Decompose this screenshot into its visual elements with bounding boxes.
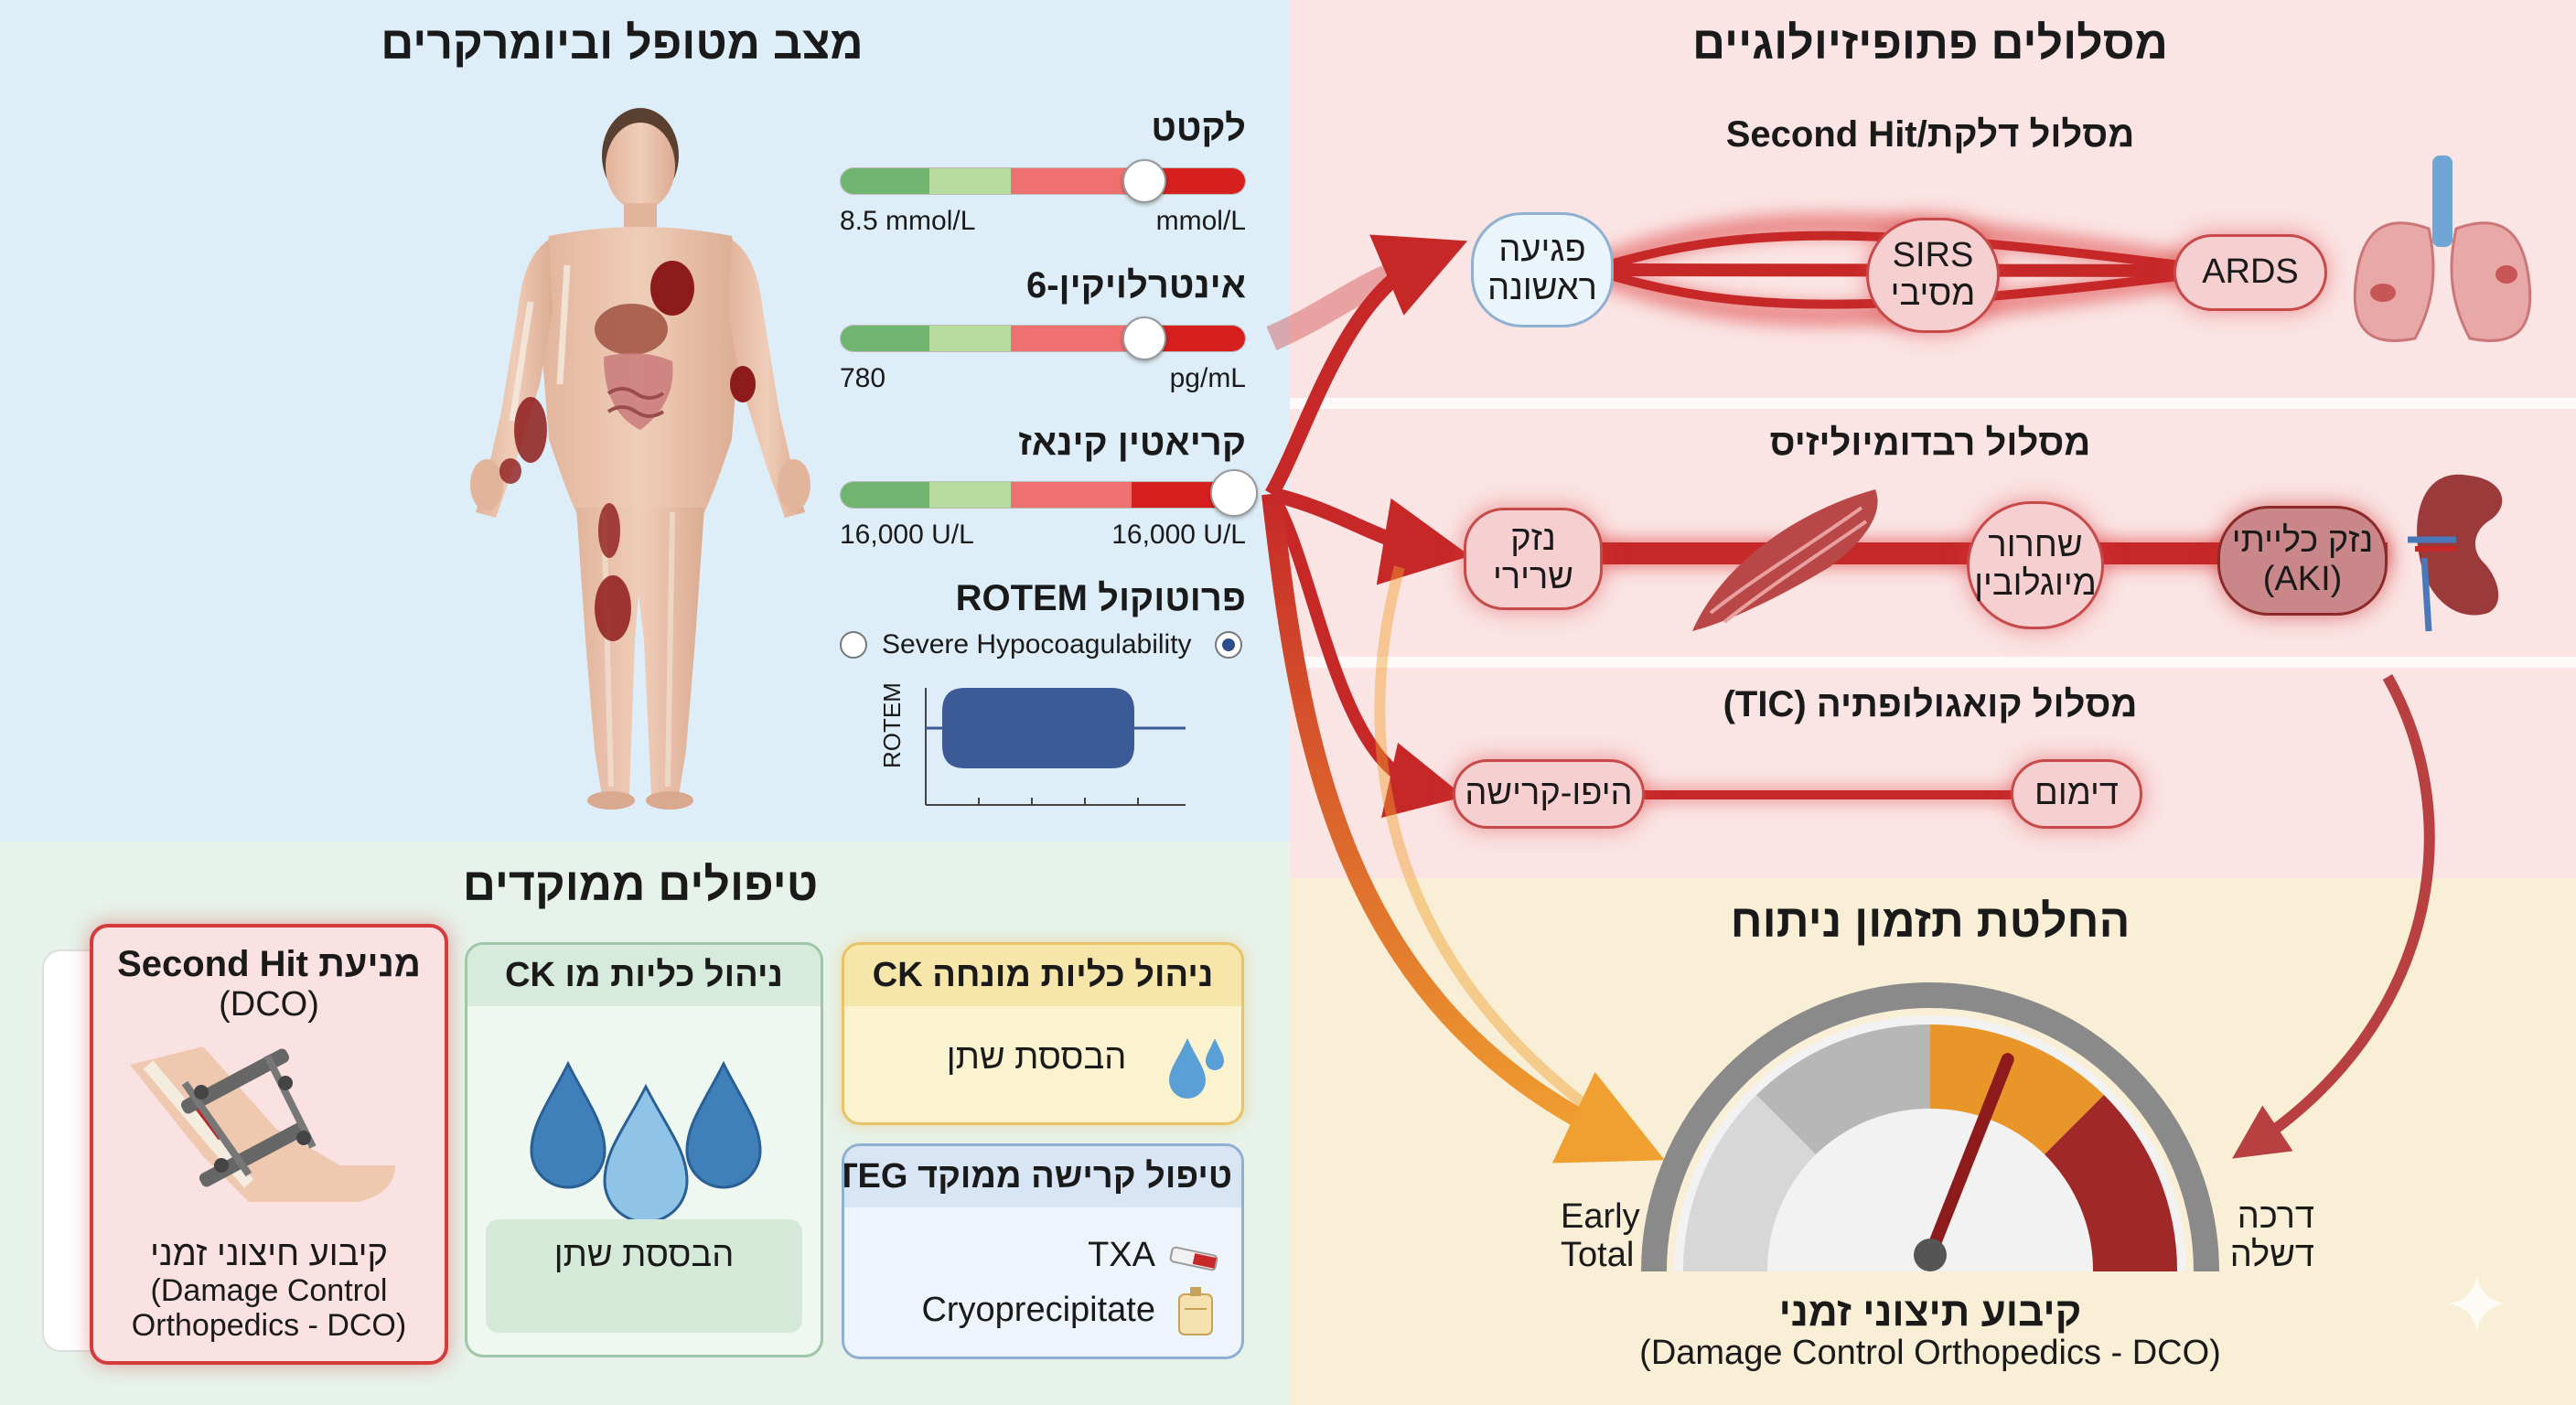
water-drops-icon [530,1060,762,1219]
rotem-radio-selected[interactable] [1215,631,1242,659]
dco-heading-sub: (DCO) [219,985,319,1024]
water-drop-icon [1169,1038,1224,1099]
ck-label: קריאטין קינאז [1018,423,1246,463]
tic-line [1555,788,2067,801]
lactate-unit: mmol/L [1155,206,1246,236]
ck-guided-heading: ניהול כליות מונחה CK [844,945,1241,1006]
card-ck-guided[interactable]: ניהול כליות מונחה CK הבססת שתן [842,942,1244,1125]
il6-unit: pg/mL [1169,363,1246,393]
timing-caption-sub: (Damage Control Orthopedics - DCO) [1639,1334,2221,1372]
dco-text-2: (Damage Control [150,1273,388,1308]
node-hypocoagulation: היפו-קרישה [1453,759,1645,829]
ck-kidney-box [486,1219,802,1333]
pathways-panel [1290,0,2576,878]
card-ck-kidney[interactable]: ניהול כליות מו CK הבססת שתן [465,942,823,1357]
dco-heading: מניעת Second Hit [117,944,421,984]
ck-value: 16,000 U/L [840,520,974,550]
ck-kidney-text: הבססת שתן [553,1236,735,1274]
dco-text-1: קיבוע חיצוני זמני [150,1235,388,1273]
timing-caption: קיבוע תיצוני זמני [1778,1290,2082,1335]
kidney-icon [2408,474,2503,632]
human-body-figure [470,108,810,810]
rotem-protocol-label: פרוטוקול ROTEM [955,578,1246,618]
il6-value: 780 [840,363,886,393]
divider [1290,657,2576,668]
rotem-axis-label: ROTEM [878,682,906,768]
teg-heading: טיפול קרישה ממוקד TEG [844,1146,1241,1207]
inflammation-pathway-label: מסלול דלקת/Second Hit [1725,114,2135,155]
treatments-title: טיפולים ממוקדים [462,859,819,910]
lactate-bar [840,167,1246,195]
ck-slider-knob[interactable] [1209,469,1258,517]
il6-label: אינטרלויקין-6 [1025,265,1246,306]
patient-title: מצב מטופל וביומרקרים [381,17,864,69]
rotem-option-label: Severe Hypocoagulability [882,629,1192,660]
node-bleeding: דימום [2011,759,2142,829]
inflammation-lines [1587,213,2226,327]
rotem-chart [925,688,1186,806]
blood-bag-icon [1178,1287,1213,1335]
dco-text-3: Orthopedics - DCO) [131,1308,407,1343]
card-dco[interactable]: מניעת Second Hit (DCO) קיבוע חיצוני זמני… [90,924,448,1365]
timing-title: החלטת תזמון ניתוח [1730,896,2131,947]
ck-unit: 16,000 U/L [1111,520,1246,550]
il6-slider-knob[interactable] [1122,316,1166,360]
il6-bar [840,325,1246,352]
lactate-label: לקטט [1151,108,1246,148]
tic-pathway-label: מסלול קואגולופתיה (TIC) [1723,684,2138,724]
gauge-needle [1924,1053,2014,1261]
lungs-icon [2353,156,2532,342]
ck-guided-text: הבססת שתן [946,1038,1127,1077]
pathways-title: מסלולים פתופיזיולוגיים [1692,17,2168,69]
rotem-radio-unselected[interactable] [840,631,867,659]
teg-txa: TXA [1088,1236,1155,1274]
ck-bar [840,481,1246,509]
lactate-value: 8.5 mmol/L [840,206,976,236]
sparkle-icon: ✦ [2442,1260,2512,1352]
node-ards: ARDS [2174,234,2327,311]
decision-gauge [1641,982,2219,1272]
rhabdo-pathway-label: מסלול רבדומיוליזיס [1769,423,2091,463]
divider [1290,398,2576,409]
ck-kidney-heading: ניהול כליות מו CK [467,945,821,1006]
syringe-icon [1169,1246,1218,1271]
flow-arrows [1261,234,2435,1164]
external-fixator-icon [130,1046,395,1202]
teg-cryo: Cryoprecipitate [921,1291,1155,1329]
node-aki: נזק כלייתי(AKI) [2217,506,2388,616]
card-teg[interactable]: טיפול קרישה ממוקד TEG TXA Cryoprecipitat… [842,1143,1244,1359]
lactate-slider-knob[interactable] [1122,159,1166,203]
